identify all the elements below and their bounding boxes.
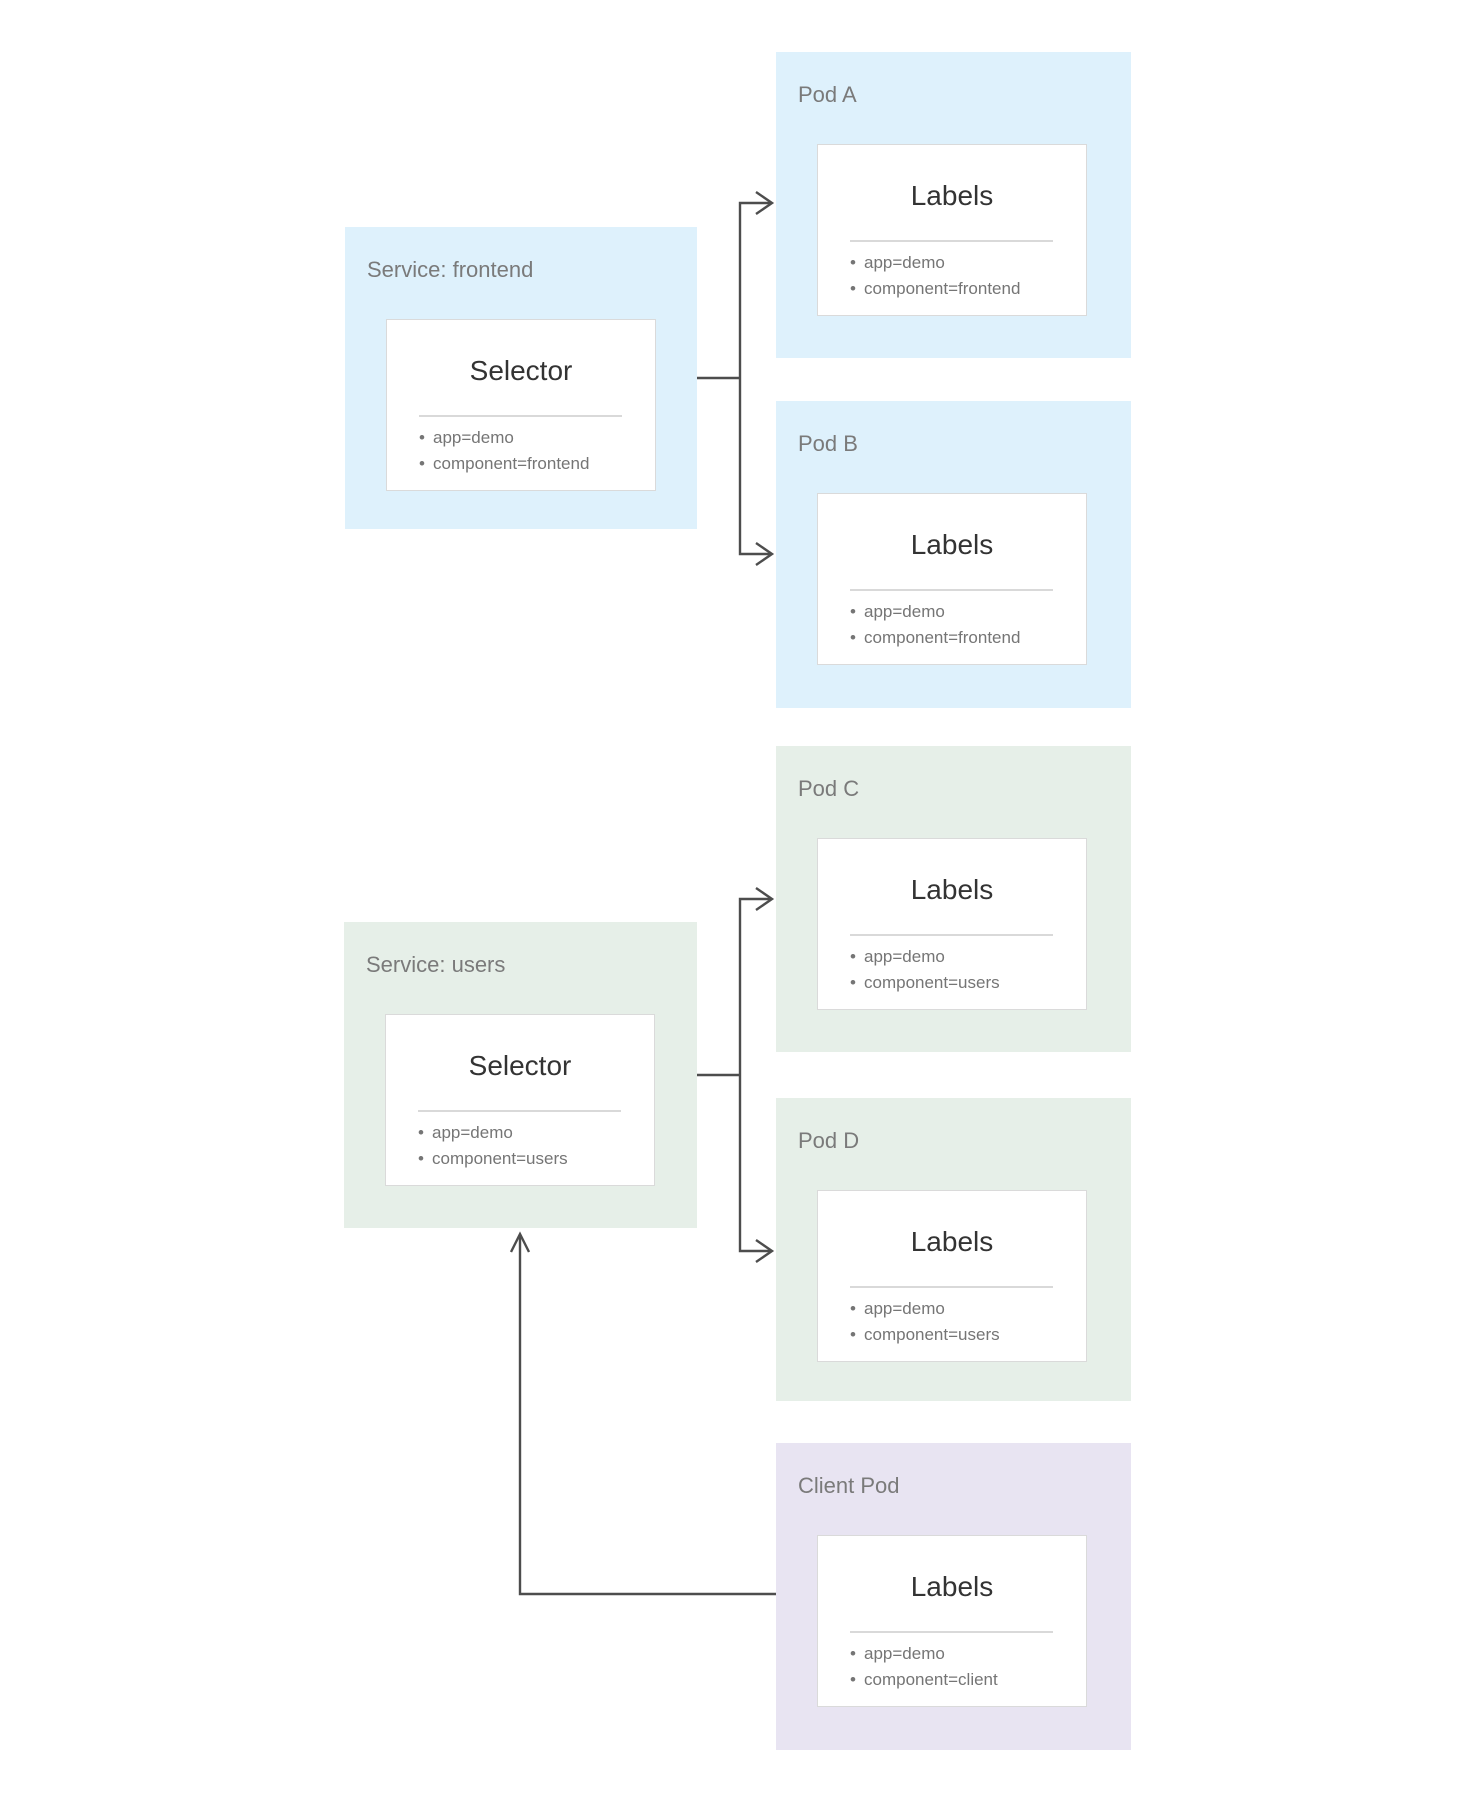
edge-service-users-to-pod-d	[738, 1075, 775, 1263]
card-title: Labels	[910, 1225, 994, 1257]
edge-line	[738, 1075, 771, 1253]
label-item: app=demo	[850, 1641, 1080, 1667]
card-divider	[850, 934, 1053, 936]
card-divider	[850, 1631, 1053, 1633]
card-title: Selector	[468, 1049, 572, 1081]
card-title: Labels	[910, 528, 994, 560]
label-item: component=client	[850, 1667, 1080, 1693]
label-item: app=demo	[850, 250, 1080, 276]
edge-line	[697, 897, 771, 1077]
label-item: component=frontend	[850, 276, 1080, 302]
label-item: component=users	[850, 1322, 1080, 1348]
label-item: app=demo	[850, 1296, 1080, 1322]
pod-b-box: Pod B Labels app=demo component=frontend	[776, 401, 1131, 708]
pod-a-label: Pod A	[798, 82, 857, 107]
arrowhead-right-icon	[755, 887, 775, 911]
edge-service-users-to-pod-c	[697, 887, 775, 1077]
selector-item: app=demo	[419, 425, 649, 451]
selector-item: app=demo	[418, 1120, 648, 1146]
client-pod-box: Client Pod Labels app=demo component=cli…	[776, 1443, 1131, 1750]
arrowhead-right-icon	[755, 1239, 775, 1263]
edge-line	[738, 378, 771, 556]
service-users-label: Service: users	[366, 952, 506, 977]
pod-d-label: Pod D	[798, 1128, 860, 1153]
pod-a-box: Pod A Labels app=demo component=frontend	[776, 52, 1131, 358]
label-item: component=frontend	[850, 625, 1080, 651]
service-frontend-label: Service: frontend	[367, 257, 534, 282]
card-title: Labels	[910, 179, 994, 211]
selector-item: component=frontend	[419, 451, 649, 477]
edge-line	[518, 1236, 776, 1596]
arrowhead-right-icon	[755, 542, 775, 566]
label-list: app=demo component=client	[818, 1641, 1080, 1693]
label-item: app=demo	[850, 599, 1080, 625]
edge-service-frontend-to-pod-b	[738, 378, 775, 566]
card-title: Labels	[910, 1570, 994, 1602]
label-item: app=demo	[850, 944, 1080, 970]
pod-a-labels-card: Labels app=demo component=frontend	[817, 144, 1087, 316]
card-divider	[850, 589, 1053, 591]
edge-service-frontend-to-pod-a	[697, 191, 775, 380]
client-pod-label: Client Pod	[798, 1473, 900, 1498]
label-item: component=users	[850, 970, 1080, 996]
edge-line	[697, 201, 771, 380]
pod-b-label: Pod B	[798, 431, 858, 456]
service-frontend-box: Service: frontend Selector app=demo comp…	[345, 227, 697, 529]
card-divider	[418, 1110, 621, 1112]
label-list: app=demo component=users	[818, 944, 1080, 996]
arrowhead-right-icon	[755, 191, 775, 215]
service-frontend-selector-card: Selector app=demo component=frontend	[386, 319, 656, 491]
label-list: app=demo component=frontend	[818, 599, 1080, 651]
pod-d-box: Pod D Labels app=demo component=users	[776, 1098, 1131, 1401]
selector-list: app=demo component=users	[386, 1120, 648, 1172]
card-divider	[419, 415, 622, 417]
service-users-box: Service: users Selector app=demo compone…	[344, 922, 697, 1228]
client-pod-labels-card: Labels app=demo component=client	[817, 1535, 1087, 1707]
card-divider	[850, 240, 1053, 242]
card-title: Selector	[469, 354, 573, 386]
edge-client-pod-to-service-users	[509, 1231, 776, 1596]
card-title: Labels	[910, 873, 994, 905]
pod-b-labels-card: Labels app=demo component=frontend	[817, 493, 1087, 665]
label-list: app=demo component=users	[818, 1296, 1080, 1348]
selector-item: component=users	[418, 1146, 648, 1172]
label-list: app=demo component=frontend	[818, 250, 1080, 302]
service-users-selector-card: Selector app=demo component=users	[385, 1014, 655, 1186]
arrowhead-up-icon	[509, 1231, 531, 1253]
pod-c-label: Pod C	[798, 776, 860, 801]
pod-d-labels-card: Labels app=demo component=users	[817, 1190, 1087, 1362]
selector-list: app=demo component=frontend	[387, 425, 649, 477]
card-divider	[850, 1286, 1053, 1288]
pod-c-labels-card: Labels app=demo component=users	[817, 838, 1087, 1010]
pod-c-box: Pod C Labels app=demo component=users	[776, 746, 1131, 1052]
